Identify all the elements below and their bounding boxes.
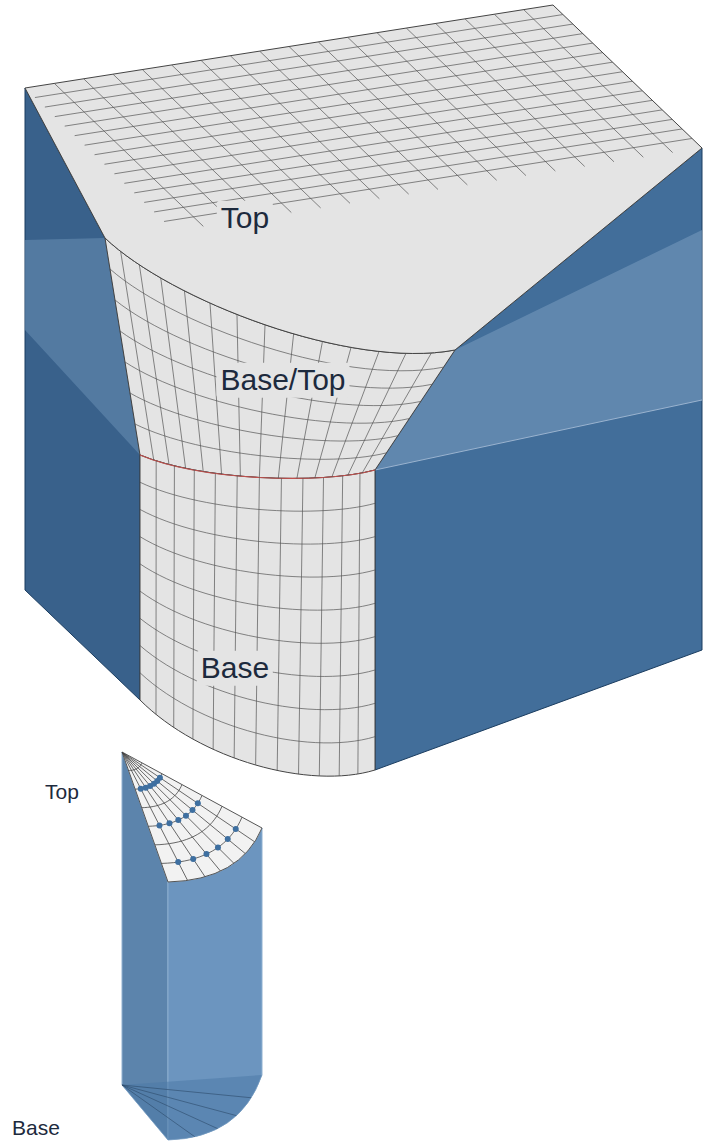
node-marker [156, 822, 162, 828]
mesh-line [110, 269, 444, 371]
mesh-line [122, 1085, 195, 1137]
face-label: Top [41, 780, 83, 804]
mesh-line [45, 24, 573, 107]
mesh-line [122, 752, 245, 854]
mesh-line [277, 478, 281, 770]
mesh-line [140, 591, 375, 643]
mesh-line [122, 752, 221, 871]
mesh-line [155, 461, 156, 715]
mesh-line [339, 476, 342, 776]
top-face [25, 5, 702, 353]
mesh-line [161, 278, 186, 468]
node-marker [189, 807, 195, 813]
node-marker [166, 820, 172, 826]
face-label: Base [8, 1116, 64, 1140]
mesh-line [121, 251, 154, 460]
node-marker [225, 836, 231, 842]
mesh-line [259, 325, 265, 478]
mesh-line [135, 424, 386, 459]
mesh-line [234, 476, 237, 758]
face-label: Base/Top [216, 363, 349, 398]
mesh-line [122, 1085, 218, 1129]
mesh-line [120, 331, 421, 406]
mesh-line [114, 91, 642, 174]
top-mesh [35, 10, 692, 227]
node-marker [233, 826, 239, 832]
mesh-line [140, 482, 375, 511]
mesh-line [358, 473, 360, 774]
mesh-line [161, 817, 242, 863]
mesh-line [140, 537, 375, 577]
mesh-line [122, 752, 234, 863]
mesh-line [142, 785, 182, 808]
wedge-base [122, 1075, 262, 1140]
wedge-mesh [122, 752, 255, 880]
mesh-line [124, 100, 652, 183]
mesh-line [155, 806, 222, 845]
mesh-line [85, 62, 613, 145]
interface-arc [140, 455, 375, 478]
face-label: Base [197, 651, 273, 686]
base-mesh [122, 1085, 251, 1137]
node-marker [143, 785, 149, 791]
mesh-line [130, 393, 398, 441]
node-marker [183, 813, 189, 819]
mesh-line [319, 478, 323, 776]
mesh-line [122, 1085, 251, 1098]
mesh-line [75, 53, 603, 136]
mesh-line [129, 763, 142, 771]
mesh-line [348, 353, 406, 475]
wall-mesh [110, 251, 444, 776]
node-marker [190, 856, 196, 862]
mesh-line [55, 34, 583, 117]
node-marker [175, 817, 181, 823]
mesh-line [256, 478, 260, 766]
mesh-line [139, 265, 169, 465]
face-label: Top [217, 201, 273, 236]
mesh-line [299, 478, 303, 774]
mesh-line [104, 81, 632, 164]
node-marker [175, 859, 181, 865]
mesh-line [122, 752, 255, 842]
node-marker [203, 851, 209, 857]
mesh-line [193, 470, 194, 739]
mesh-line [95, 72, 623, 155]
mesh-line [278, 334, 293, 478]
mesh-line [65, 43, 593, 126]
mesh-line [125, 362, 409, 423]
wedge-top [122, 752, 262, 882]
mesh-line [154, 129, 682, 212]
mesh-lines [35, 10, 692, 1137]
mesh-line [140, 509, 375, 544]
mesh-line [140, 646, 375, 710]
mesh-line [122, 752, 188, 880]
mesh-line [122, 752, 205, 877]
mesh-line [144, 119, 672, 202]
mesh-line [148, 795, 202, 826]
node-marker [215, 844, 221, 850]
mesh-line [35, 15, 563, 98]
mesh-line [134, 110, 662, 193]
node-marker [138, 786, 144, 792]
layer-edge [375, 400, 702, 470]
node-marker [195, 800, 201, 806]
mesh-line [213, 473, 215, 749]
mesh-line [140, 564, 375, 610]
cylinder-wall [140, 455, 375, 776]
mesh-line [173, 466, 175, 728]
